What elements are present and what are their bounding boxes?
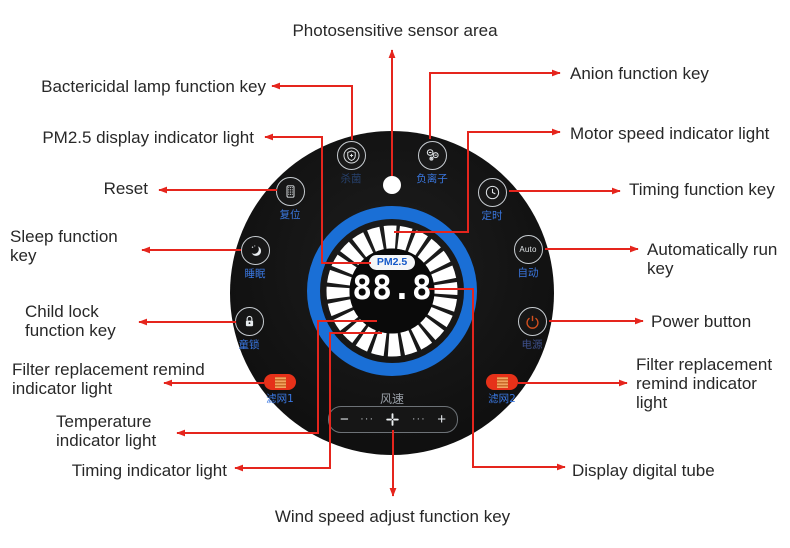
filter2-label: 滤网2 [488,393,516,405]
wind-speed-slider[interactable]: − ··· ··· + [328,406,458,433]
arrow-anion [429,69,561,139]
fan-icon[interactable] [385,412,400,427]
callout-filter-right: Filter replacement remind indicator ligh… [636,355,773,412]
filter1-indicator-light [264,374,296,390]
reset-label: 复位 [279,209,301,221]
wind-dots-right: ··· [411,413,426,425]
filter-mesh-glyph [496,376,508,388]
filter-mesh-icon [275,177,305,206]
callout-wind-speed: Wind speed adjust function key [274,507,511,526]
digital-tube-display: 88.8 [352,268,432,307]
wind-plus-button[interactable]: + [437,411,446,428]
power-icon [517,307,547,336]
callout-auto-run: Automatically run key [647,240,778,278]
callout-filter-left: Filter replacement remind indicator ligh… [12,360,205,398]
lock-icon [234,307,264,336]
callout-temperature: Temperature indicator light [56,412,157,450]
auto-text-icon: Auto [513,235,543,264]
callout-display-tube: Display digital tube [572,461,715,480]
filter1-label: 滤网1 [266,393,294,405]
auto-label: 自动 [517,267,539,279]
bactericidal-label: 杀菌 [340,173,362,185]
anion-ions-icon [417,141,447,170]
callout-pm25-display: PM2.5 display indicator light [42,128,254,147]
callout-power: Power button [651,312,752,331]
anion-button[interactable]: 负离子 [404,141,460,185]
callout-child-lock: Child lock function key [25,302,116,340]
wind-minus-button[interactable]: − [340,411,349,428]
callout-sleep: Sleep function key [10,227,118,265]
timing-button[interactable]: 定时 [464,178,520,222]
photosensitive-sensor-dot [383,176,401,194]
filter2-indicator-light [486,374,518,390]
callout-timing-function: Timing function key [629,180,775,199]
shield-icon [336,141,366,170]
child-lock-label: 童锁 [238,339,260,351]
clock-icon [477,178,507,207]
sleep-button[interactable]: 睡眠 [227,236,283,280]
callout-timing-indicator: Timing indicator light [71,461,227,480]
callout-anion: Anion function key [570,64,709,83]
wind-dots-left: ··· [360,413,375,425]
child-lock-button[interactable]: 童锁 [221,307,277,351]
sleep-label: 睡眠 [244,268,266,280]
anion-label: 负离子 [416,173,448,185]
moon-icon [240,236,270,265]
power-button[interactable]: 电源 [504,307,560,351]
callout-reset: Reset [103,179,148,198]
power-label: 电源 [521,339,543,351]
callout-motor-speed: Motor speed indicator light [570,124,770,143]
timing-label: 定时 [481,210,503,222]
filter-mesh-glyph [274,376,286,388]
auto-button[interactable]: Auto 自动 [500,235,556,279]
bactericidal-lamp-button[interactable]: 杀菌 [323,141,379,185]
arrow-bactericidal [271,82,353,140]
callout-photosensitive: Photosensitive sensor area [292,21,498,40]
wind-speed-label: 风速 [379,392,404,406]
reset-button[interactable]: 复位 [262,177,318,221]
callout-bactericidal: Bactericidal lamp function key [41,77,266,96]
